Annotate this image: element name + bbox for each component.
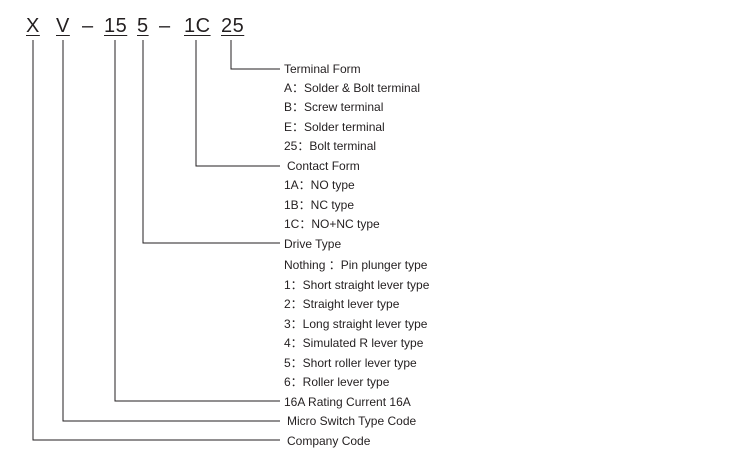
terminal-form-heading: Terminal Form (284, 62, 361, 76)
company-code-heading: Company Code (287, 434, 371, 448)
contact-form-item: 1B：NC type (284, 198, 355, 212)
terminal-form-item: A：Solder & Bolt terminal (284, 81, 421, 95)
leader-drive-type (142, 40, 280, 244)
code-separator: – (159, 15, 171, 37)
code-part-type: V (56, 15, 70, 37)
micro-switch-type-heading: Micro Switch Type Code (287, 414, 417, 428)
code-part-company: X (26, 15, 40, 37)
contact-form-item: 1A：NO type (284, 178, 355, 192)
drive-type-item: 2：Straight lever type (284, 297, 400, 311)
contact-form-item: 1C：NO+NC type (284, 217, 380, 231)
leader-rating (114, 40, 280, 402)
drive-type-item: 5：Short roller lever type (284, 356, 417, 370)
drive-type-item: 1：Short straight lever type (284, 278, 430, 292)
terminal-form-item: B：Screw terminal (284, 100, 384, 114)
leader-type-code (62, 40, 280, 422)
drive-type-item: Nothing ：Pin plunger type (284, 258, 428, 272)
code-part-contact: 1C (184, 15, 211, 37)
leader-terminal-form (230, 40, 280, 70)
rating-current-heading: 16A Rating Current 16A (284, 395, 411, 409)
leader-contact-form (195, 40, 280, 167)
terminal-form-item: E：Solder terminal (284, 120, 385, 134)
drive-type-item: 3：Long straight lever type (284, 317, 428, 331)
code-part-drive: 5 (137, 15, 149, 37)
terminal-form-item: 25：Bolt terminal (284, 139, 377, 153)
drive-type-item: 4：Simulated R lever type (284, 336, 424, 350)
code-part-terminal: 25 (221, 15, 245, 37)
leader-company-code (32, 40, 280, 441)
code-separator: – (82, 15, 94, 37)
drive-type-heading: Drive Type (284, 237, 342, 251)
drive-type-item: 6：Roller lever type (284, 375, 390, 389)
code-part-rating: 15 (104, 15, 128, 37)
contact-form-heading: Contact Form (287, 159, 360, 173)
